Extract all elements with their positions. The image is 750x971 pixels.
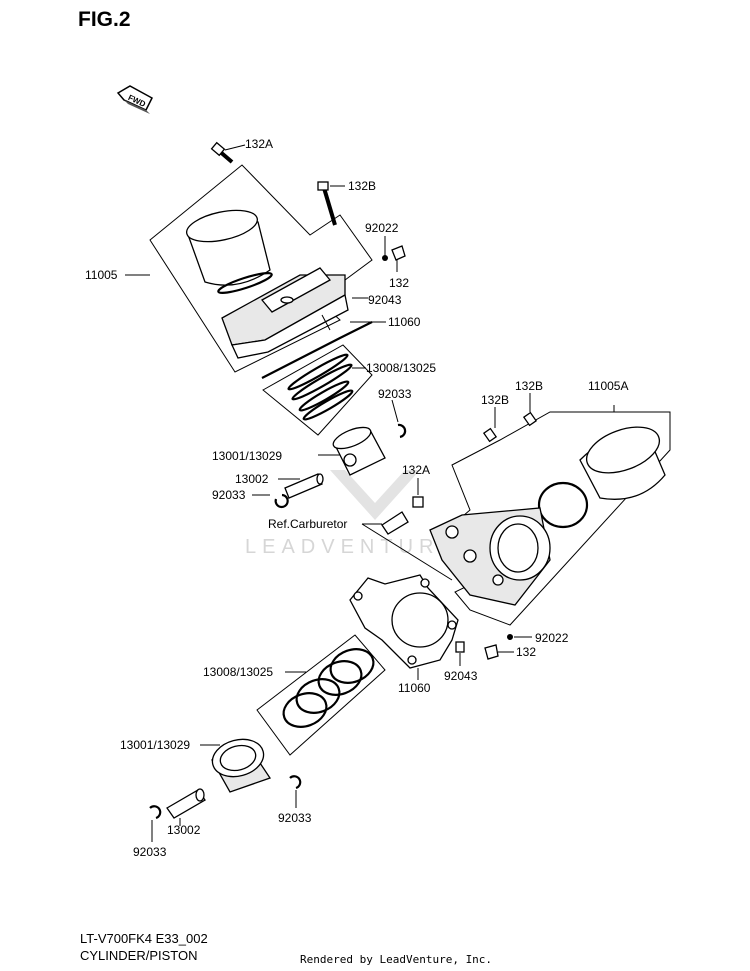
bolt-132B-top (317, 181, 345, 226)
label-13001-bottom: 13001/13029 (120, 738, 190, 752)
circlip-bottom-right (289, 775, 302, 808)
label-92022-bottom: 92022 (535, 631, 569, 645)
label-ref-carburetor: Ref.Carburetor (268, 517, 347, 531)
washer-bolt-top (382, 236, 406, 272)
footer-section: CYLINDER/PISTON (80, 948, 198, 963)
label-132B-top: 132B (348, 179, 376, 193)
footer-rendered-by: Rendered by LeadVenture, Inc. (300, 953, 493, 966)
label-92033-top: 92033 (378, 387, 412, 401)
bolt-132B-right-a (482, 407, 498, 443)
label-92043-top: 92043 (368, 293, 402, 307)
label-132-top: 132 (389, 276, 409, 290)
label-92033-left: 92033 (212, 488, 246, 502)
fwd-arrow-icon: FWD (116, 85, 153, 114)
piston-pin-bottom (166, 788, 206, 826)
gasket-top (261, 321, 373, 379)
label-13002-bottom: 13002 (167, 823, 201, 837)
label-11005: 11005 (85, 268, 118, 282)
label-13008-top: 13008/13025 (366, 361, 436, 375)
piston-rings-top (287, 353, 354, 421)
label-11005A: 11005A (588, 379, 628, 393)
label-13002-top: 13002 (235, 472, 269, 486)
bolt-132B-right-b (522, 393, 538, 427)
carburetor-fitting (361, 511, 453, 581)
label-132B-r2: 132B (515, 379, 543, 393)
cylinder-sleeve-top (186, 209, 273, 294)
piston-top (332, 426, 386, 476)
dowel-92043-right (455, 641, 465, 666)
piston-pin-top (278, 473, 324, 499)
figure-title: FIG.2 (78, 8, 131, 31)
watermark-text: LEADVENTURE (245, 536, 459, 558)
piston-rings-bottom (282, 648, 375, 728)
cylinder-block-top (221, 267, 349, 359)
watermark: LEADVENTURE (245, 470, 459, 558)
label-11060-bottom: 11060 (398, 681, 431, 695)
bolt-132A-top (210, 141, 246, 164)
label-132-bottom: 132 (516, 645, 536, 659)
label-92033-bottom-right: 92033 (278, 811, 312, 825)
bolt-132A-mid (412, 478, 424, 508)
group-outline-rings-top (262, 344, 373, 436)
label-132B-r1: 132B (481, 393, 509, 407)
label-132A-top: 132A (245, 137, 273, 151)
group-outline-11005 (149, 164, 373, 373)
circlip-top-left (252, 493, 289, 509)
label-92033-bottom-left: 92033 (133, 845, 167, 859)
circlip-top-right (391, 399, 407, 439)
label-92022-top: 92022 (365, 221, 399, 235)
group-outline-rings-bottom (256, 634, 386, 756)
label-92043-bottom: 92043 (444, 669, 478, 683)
label-13008-bottom: 13008/13025 (203, 665, 273, 679)
label-132A-mid: 132A (402, 463, 430, 477)
washer-bolt-right (484, 634, 532, 660)
label-11060-top: 11060 (388, 315, 421, 329)
footer-model: LT-V700FK4 E33_002 (80, 931, 208, 946)
circlip-bottom-left (149, 805, 162, 842)
gasket-bottom (349, 574, 459, 680)
piston-bottom (211, 738, 272, 793)
cylinder-sleeve-right (537, 426, 666, 529)
label-13001-top: 13001/13029 (212, 449, 282, 463)
cylinder-block-right (429, 507, 551, 606)
